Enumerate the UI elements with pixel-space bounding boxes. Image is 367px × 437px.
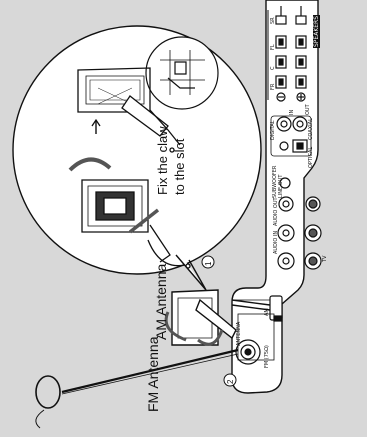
- digital-out-label: OUT: [305, 104, 311, 115]
- fm-antenna-label: FM Antenna: [145, 337, 161, 413]
- coaxial-label: COAXIAL: [308, 118, 314, 140]
- speakers-title: SPEAKERS: [313, 15, 320, 48]
- speaker-fr: FR: [270, 84, 276, 90]
- fm-antenna: [36, 350, 238, 428]
- optical-label: OPTICAL: [308, 147, 314, 168]
- zoom-circle: [13, 26, 261, 290]
- fm-terminal-label: FM (75Ω): [264, 345, 270, 368]
- speaker-c: C: [270, 67, 276, 71]
- callout-2: 2: [226, 380, 235, 384]
- digital-label: DIGITAL: [270, 120, 276, 140]
- audio-in-label: AUDIO IN: [273, 231, 279, 254]
- audio-out-label: AUDIO OUT: [273, 197, 279, 226]
- subwoofer-label: SUBWOOFER LINE OUT: [272, 172, 284, 198]
- speaker-sr: SR: [270, 17, 276, 24]
- fix-claw-label: Fix the claw to the slot: [154, 115, 188, 195]
- speaker-fl: FL: [270, 44, 276, 50]
- antenna-label: ANTENNA: [236, 322, 242, 346]
- tv-label: TV: [322, 256, 328, 262]
- digital-in-label: IN: [289, 110, 295, 115]
- callout-1: 1: [204, 262, 213, 266]
- am-terminal-label: AM: [264, 308, 270, 316]
- claw-detail-inset: [146, 37, 218, 109]
- am-antenna-label: AM Antenna: [153, 264, 169, 340]
